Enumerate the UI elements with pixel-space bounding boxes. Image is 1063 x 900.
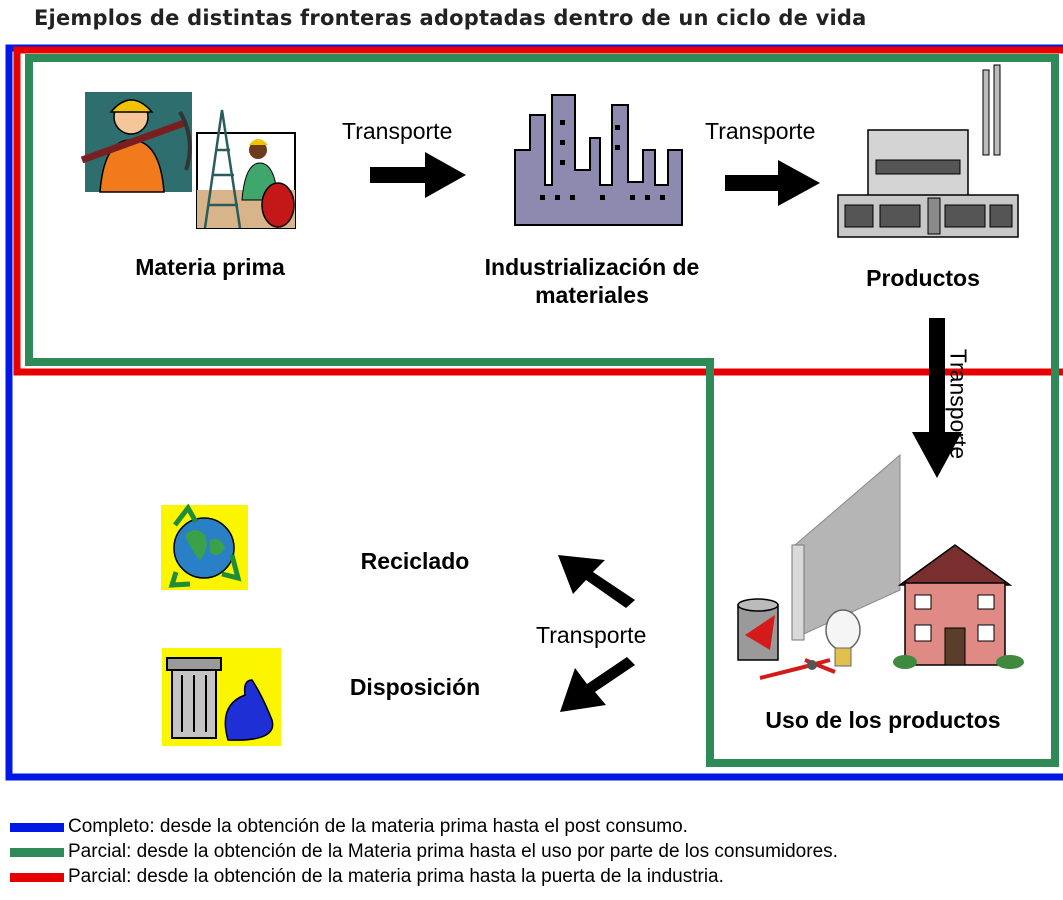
legend-text: Completo: desde la obtención de la mater… [68, 816, 688, 837]
miner-icon [80, 92, 192, 193]
boundary-use [25, 54, 1059, 767]
legend-item-partial-use: Parcial: desde la obtención de la Materi… [10, 840, 838, 864]
boundary-gate [13, 46, 1063, 376]
light-bulb-icon [825, 609, 861, 667]
node-disposal: Disposición [349, 674, 481, 700]
arrow-right-2 [725, 160, 820, 206]
legend-swatch-blue [10, 822, 64, 832]
transport-label-1: Transporte [342, 118, 453, 144]
arrow-down [912, 318, 962, 478]
factory-building-icon [837, 64, 1019, 238]
legend-swatch-green [10, 847, 64, 857]
node-products: Productos [866, 265, 980, 291]
legend-text: Parcial: desde la obtención de la materi… [68, 866, 724, 887]
transport-label-4: Transporte [536, 622, 647, 648]
panel-icon [791, 453, 901, 641]
arrow-up-left [558, 555, 635, 608]
node-industrialization: Industrialización de materiales [484, 254, 700, 308]
legend-item-partial-gate: Parcial: desde la obtención de la materi… [10, 865, 724, 889]
arrow-down-left [560, 657, 635, 712]
node-product-use: Uso de los productos [765, 707, 1001, 733]
page-title: Ejemplos de distintas fronteras adoptada… [34, 6, 867, 30]
node-recycling: Reciclado [360, 548, 470, 574]
factory-skyline-icon [514, 94, 683, 226]
legend-item-complete: Completo: desde la obtención de la mater… [10, 815, 688, 839]
legend-text: Parcial: desde la obtención de la Materi… [68, 841, 838, 862]
node-raw-material: Materia prima [135, 254, 285, 280]
arrow-right-1 [370, 152, 466, 198]
transport-label-3: Transporte [945, 348, 972, 460]
trash-can-icon [162, 648, 281, 746]
legend-swatch-red [10, 872, 64, 882]
transport-label-2: Transporte [705, 118, 816, 144]
oil-worker-icon [196, 109, 296, 229]
paint-can-icon [737, 598, 779, 661]
house-icon [893, 544, 1024, 669]
pliers-icon [759, 658, 836, 680]
recycle-globe-icon [161, 503, 248, 590]
